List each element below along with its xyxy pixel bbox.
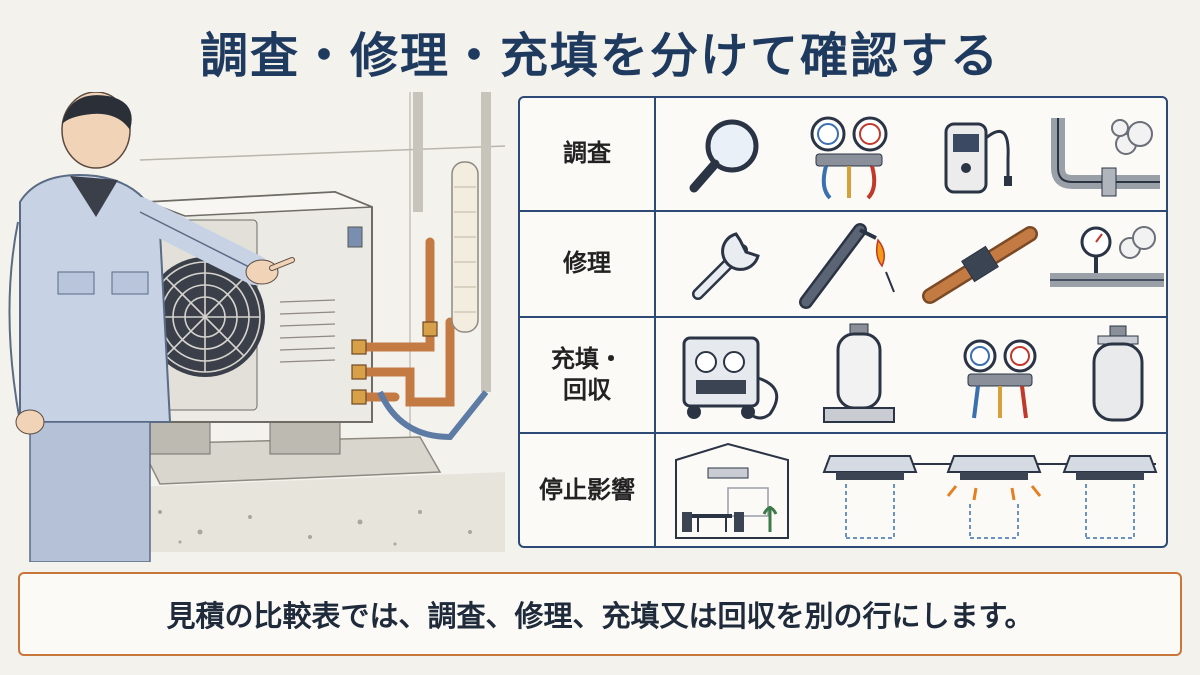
page-title: 調査・修理・充填を分けて確認する [199,28,1000,84]
technician-ac-illustration [0,92,510,562]
brazing-torch-icon [790,212,910,316]
row-label-survey: 調査 [563,139,611,168]
table-row-survey: 調査 [520,98,1166,210]
store-interior-icon [668,434,798,548]
magnifier-icon [670,98,780,210]
row-label-downtime-impact: 停止影響 [539,476,635,505]
refrigerant-cylinder-icon [1068,318,1168,432]
leak-detector-icon [920,98,1030,210]
recovery-machine-icon [670,318,790,432]
footer-note: 見積の比較表では、調査、修理、充填又は回収を別の行にします。 [18,572,1182,656]
gauge-pipe-leak-icon [1040,212,1168,316]
row-label-repair: 修理 [563,249,611,278]
pipe-leak-icon [1040,98,1168,210]
row-label-charge-recovery: 充填・回収 [551,344,623,404]
manifold-gauge-icon [790,98,910,210]
refrigerant-cylinder-scale-icon [810,318,920,432]
table-row-downtime-impact: 停止影響 [520,434,1166,548]
comparison-table: 調査 修理 充填・回収 [518,96,1168,548]
wrench-icon [670,212,780,316]
table-row-charge-recovery: 充填・回収 [520,318,1166,432]
table-row-repair: 修理 [520,212,1166,316]
manifold-gauge-icon [950,318,1050,432]
pipe-joint-icon [920,212,1040,316]
cassette-ac-units-icon [816,434,1168,548]
